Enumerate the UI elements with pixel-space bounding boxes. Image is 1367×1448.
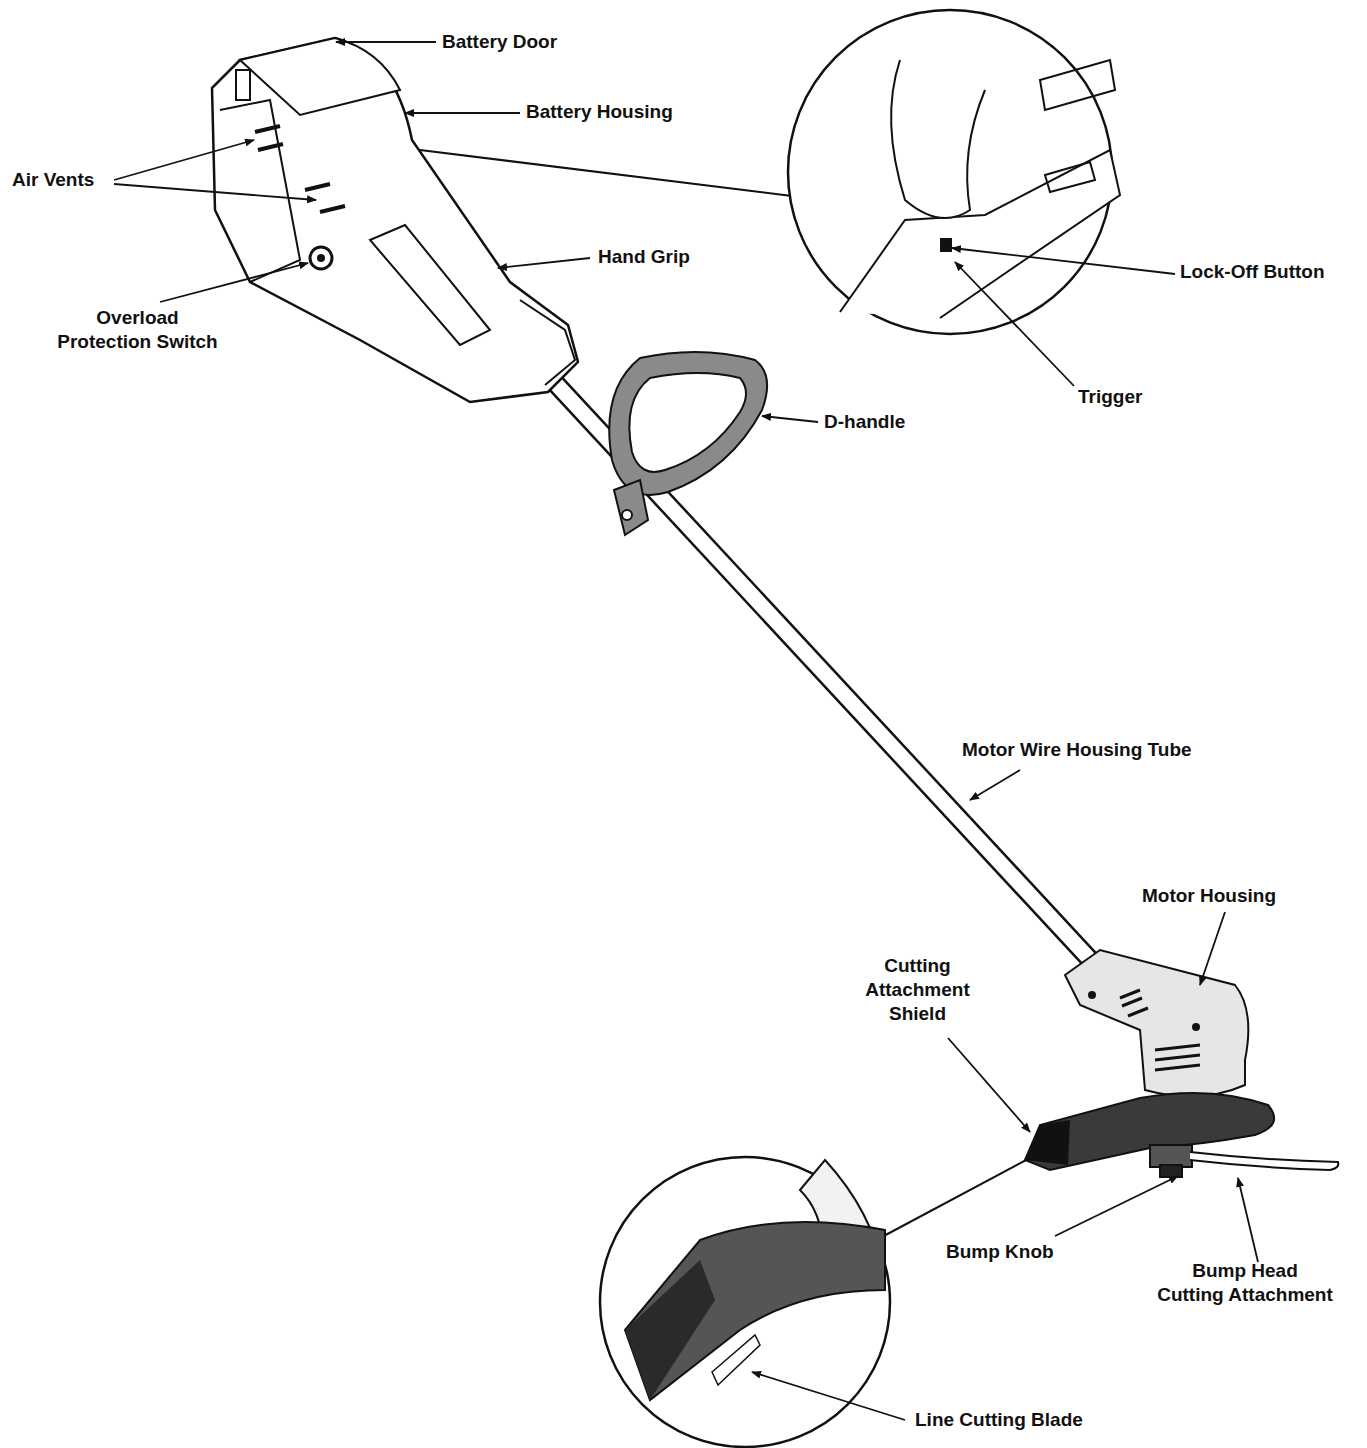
housing-side (220, 100, 300, 282)
leader-arrow (1200, 912, 1225, 985)
leader-arrow (498, 258, 590, 268)
part-label: Overload Protection Switch (20, 306, 255, 354)
leader-arrow (114, 184, 316, 200)
leader-arrow (114, 140, 254, 180)
part-label: Battery Housing (526, 100, 673, 124)
detail-vents (1040, 60, 1115, 192)
vent-slot (258, 144, 283, 150)
part-label: Air Vents (12, 168, 94, 192)
part-label: Battery Door (442, 30, 557, 54)
d-handle-clamp (614, 480, 648, 535)
motor-screw (1192, 1023, 1200, 1031)
part-label: Cutting Attachment Shield (855, 954, 980, 1026)
leader-arrow (1055, 1176, 1178, 1236)
leader-arrow (762, 416, 818, 422)
hand-grip-slot (370, 225, 490, 345)
detail-circle (600, 1157, 890, 1447)
detail-connector (880, 1158, 1030, 1238)
leader-arrow (1238, 1178, 1258, 1262)
part-label: D-handle (824, 410, 905, 434)
motor-screw (1088, 991, 1096, 999)
shield-tip (1025, 1120, 1070, 1165)
leader-arrow (948, 1038, 1030, 1132)
part-label: Motor Housing (1142, 884, 1276, 908)
part-label: Motor Wire Housing Tube (962, 738, 1192, 762)
overload-switch-center (317, 254, 325, 262)
bump-knob (1160, 1165, 1182, 1177)
leader-arrow (952, 248, 1175, 274)
leader-arrow (970, 770, 1020, 800)
vent-slot (255, 126, 280, 132)
door-latch (236, 70, 250, 100)
leader-arrow (405, 112, 520, 114)
clamp-bolt (622, 510, 632, 520)
leader-arrow (752, 1372, 905, 1420)
detail-shield-tip (625, 1260, 715, 1400)
leader-arrow (336, 41, 436, 43)
grip-collar (520, 300, 575, 385)
part-label: Trigger (1078, 385, 1142, 409)
part-label: Bump Head Cutting Attachment (1135, 1259, 1355, 1307)
part-label: Bump Knob (946, 1240, 1054, 1264)
d-handle-outer (609, 352, 767, 495)
battery-door (240, 38, 400, 115)
detail-connector (420, 150, 792, 196)
part-label: Lock-Off Button (1180, 260, 1325, 284)
leader-arrow (160, 263, 308, 302)
leader-lines (114, 42, 1258, 1420)
d-handle-opening (629, 373, 746, 472)
detail-handle (840, 150, 1120, 318)
line-cutting-blade (712, 1335, 760, 1385)
part-label: Hand Grip (598, 245, 690, 269)
detail-hand (891, 60, 985, 218)
bump-head (1150, 1145, 1192, 1167)
battery-housing-body (212, 38, 578, 402)
motor-vents (1120, 990, 1200, 1070)
part-label: Line Cutting Blade (915, 1408, 1083, 1432)
motor-housing (1065, 950, 1248, 1096)
detail-trigger (940, 238, 952, 252)
vent-slot (305, 184, 330, 190)
overload-switch (310, 247, 332, 269)
trimmer-line (1190, 1152, 1338, 1170)
vent-slot (320, 206, 345, 212)
leader-arrow (955, 262, 1074, 386)
